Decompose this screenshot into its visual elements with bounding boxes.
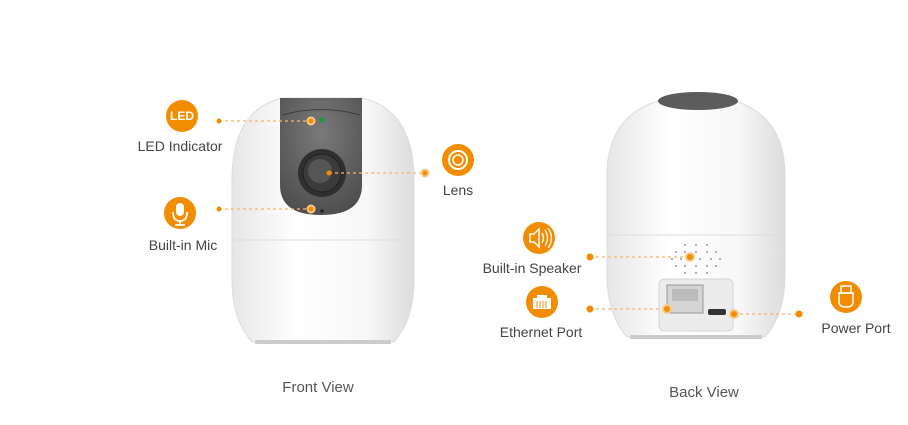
led-icon-text: LED [170, 109, 194, 123]
front-camera [231, 97, 415, 344]
microphone-icon [164, 197, 196, 229]
back-view-label: Back View [669, 384, 739, 401]
front-view-label: Front View [282, 379, 354, 396]
callout-dots [216, 116, 803, 319]
led-indicator-label: LED Indicator [137, 138, 223, 154]
usb-plug-icon [830, 281, 862, 313]
lens-icon [442, 144, 474, 176]
built-in-speaker-label: Built-in Speaker [482, 260, 582, 276]
ethernet-icon [526, 286, 558, 318]
power-port-label: Power Port [821, 320, 891, 336]
speaker-icon [523, 222, 555, 254]
ethernet-port-label: Ethernet Port [499, 324, 583, 340]
lens-label: Lens [442, 182, 474, 198]
built-in-mic-label: Built-in Mic [148, 237, 218, 253]
back-camera [606, 92, 786, 339]
led-icon [166, 100, 198, 132]
led-green-light [319, 117, 325, 123]
speaker-grille [671, 244, 721, 274]
usb-jack [708, 309, 726, 315]
